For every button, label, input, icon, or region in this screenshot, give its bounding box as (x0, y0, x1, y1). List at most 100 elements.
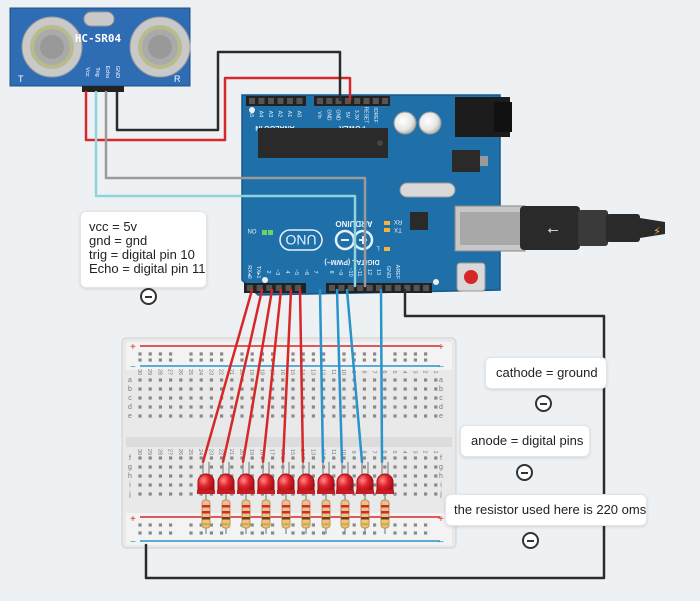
breadboard-column-label: 13 (309, 369, 315, 375)
breadboard-column-label: 8 (360, 370, 366, 373)
breadboard-column-label: 20 (238, 449, 244, 455)
analog-pin-label: A4 (258, 111, 264, 118)
breadboard-column-label: 2 (422, 370, 428, 373)
breadboard-column-label: 24 (197, 369, 203, 375)
breadboard-row-label: e (128, 413, 132, 420)
red-led (356, 473, 374, 494)
power-pin-label: 5V (344, 112, 350, 119)
breadboard-column-label: 6 (381, 370, 387, 373)
digital-pin-label: 7 (312, 270, 318, 273)
analog-pin-label: A1 (286, 111, 292, 118)
power-label: POWER (339, 124, 365, 131)
microcontroller-chip (258, 128, 388, 158)
breadboard-column-label: 11 (330, 369, 336, 375)
breadboard-row-label: i (129, 482, 131, 489)
digital-pin-label: GND (385, 266, 391, 278)
red-led (336, 473, 354, 494)
red-led (237, 473, 255, 494)
sensor-pin-label: GND (114, 66, 120, 78)
breadboard-column-label: 23 (207, 369, 213, 375)
breadboard-column-label: 19 (248, 369, 254, 375)
capacitor-1 (393, 111, 417, 135)
red-led (257, 473, 275, 494)
breadboard-column-label: 11 (330, 449, 336, 455)
rail-minus-br: − (438, 537, 444, 548)
led-signal-wire (281, 288, 293, 464)
digital-pin-label: ~3 (274, 269, 280, 275)
rail-plus-br: + (438, 514, 444, 525)
breadboard-row-label: j (128, 491, 131, 498)
resistor-note[interactable]: the resistor used here is 220 oms (445, 494, 647, 526)
breadboard-row-label: d (439, 404, 443, 411)
analog-pin-label: A2 (277, 111, 283, 118)
resistor-220-ohm (360, 494, 370, 534)
usb-chip (410, 212, 428, 230)
sensor-pin-label: Echo (104, 66, 110, 79)
svg-text:⭠: ⭠ (547, 222, 558, 238)
led-signal-wire (241, 288, 274, 464)
collapse-resistor-note-icon[interactable] (522, 532, 539, 549)
breadboard-column-label: 7 (371, 370, 377, 373)
power-pin-label: Vin (316, 111, 322, 118)
breadboard-column-label: 13 (309, 449, 315, 455)
capacitor-2 (418, 111, 442, 135)
power-pin-label: 3.3V (353, 110, 359, 121)
anode-note[interactable]: anode = digital pins (460, 425, 590, 457)
breadboard-column-label: 30 (136, 369, 142, 375)
analog-in-label: ANALOG IN (255, 124, 294, 131)
digital-pin-label: RX◂0 (246, 265, 252, 278)
red-led (317, 473, 335, 494)
pin-mapping-note[interactable]: vcc = 5v gnd = gnd trig = digital pin 10… (80, 211, 207, 288)
breadboard-column-label: 6 (381, 450, 387, 453)
resistor-220-ohm (221, 494, 231, 534)
breadboard-column-label: 26 (177, 369, 183, 375)
breadboard-row-label: g (439, 464, 443, 471)
wire-echo-cyan (94, 90, 357, 288)
resistor-220-ohm (281, 494, 291, 534)
note-line-echo: Echo = digital pin 11 (89, 261, 206, 276)
breadboard-column-label: 28 (156, 369, 162, 375)
led-signal-wire (345, 288, 364, 464)
breadboard-column-label: 26 (177, 449, 183, 455)
breadboard-row-label: i (440, 482, 442, 489)
uno-model-text: UNO (285, 232, 316, 248)
led-signal-wire (261, 288, 283, 464)
led-signal-wire (298, 288, 305, 464)
breadboard-column-label: 29 (146, 369, 152, 375)
digital-pin-label: ~11 (356, 268, 362, 277)
l-led-label: L (376, 244, 380, 250)
cathode-note[interactable]: cathode = ground (485, 357, 607, 389)
red-led (217, 473, 235, 494)
collapse-cathode-note-icon[interactable] (535, 395, 552, 412)
rail-plus-tr: + (438, 342, 444, 353)
collapse-anode-note-icon[interactable] (516, 464, 533, 481)
led-signal-wire (379, 288, 384, 464)
breadboard-column-label: 2 (422, 450, 428, 453)
red-led (197, 473, 215, 494)
on-led-label: ON (248, 227, 257, 233)
rail-plus-bl: + (130, 514, 136, 525)
sensor-r-label: R (174, 74, 181, 84)
breadboard-column-label: 28 (156, 449, 162, 455)
note-line-trig: trig = digital pin 10 (89, 247, 195, 262)
resistor-note-text: the resistor used here is 220 oms (454, 502, 647, 517)
anode-note-text: anode = digital pins (471, 433, 584, 448)
analog-header (246, 96, 306, 106)
collapse-pin-note-icon[interactable] (140, 288, 157, 305)
resistor-220-ohm (340, 494, 350, 534)
reset-button-cap[interactable] (464, 270, 478, 284)
analog-pin-label: A5 (248, 111, 254, 118)
digital-pin-label: ~5 (293, 269, 299, 275)
breadboard-row-label: f (129, 455, 131, 462)
digital-pin-label: 8 (328, 270, 334, 273)
power-pin-label: IOREF (372, 107, 378, 122)
led-signal-wire (318, 288, 325, 464)
digital-pin-label: 13 (375, 269, 381, 275)
digital-pin-label: ~10 (347, 267, 353, 276)
breadboard-column-label: 10 (340, 449, 346, 455)
usb-cable: ⭠ ⚡ (520, 206, 665, 250)
breadboard-column-label: 25 (187, 449, 193, 455)
digital-pin-label: ~6 (303, 269, 309, 275)
